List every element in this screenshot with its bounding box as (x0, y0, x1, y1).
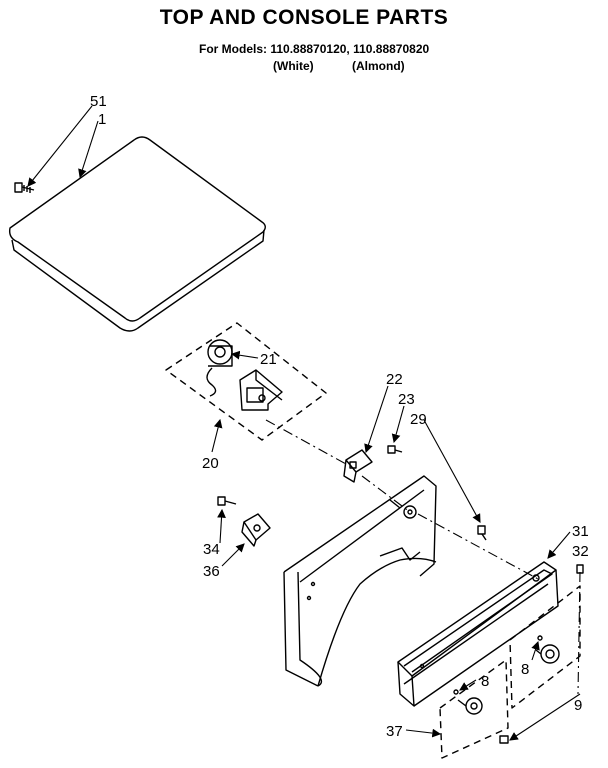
centerline-32 (577, 571, 581, 695)
callout-8-left: 8 (481, 673, 489, 690)
callout-37: 37 (386, 723, 403, 740)
clip-36 (241, 513, 271, 547)
callout-8-right: 8 (521, 661, 529, 678)
callout-23: 23 (398, 391, 415, 408)
leader-8-left (459, 679, 477, 691)
color-almond-label: (Almond) (352, 59, 405, 73)
part-20-dashed-group (165, 322, 327, 441)
spring-8-right (537, 635, 543, 641)
screw-34 (217, 496, 237, 506)
leader-8-right (531, 640, 540, 661)
callout-34: 34 (203, 541, 220, 558)
centerline-console (417, 513, 541, 581)
leader-37 (405, 728, 442, 738)
models-line: For Models: 110.88870120, 110.88870820 (199, 42, 430, 56)
leader-31 (547, 531, 571, 559)
color-white-label: (White) (273, 59, 314, 73)
page-title: TOP AND CONSOLE PARTS (159, 6, 449, 29)
callout-1: 1 (98, 111, 106, 128)
leader-1 (78, 120, 99, 179)
centerline-22-panel (361, 475, 411, 513)
screw-23 (387, 445, 403, 454)
callout-29: 29 (410, 411, 427, 428)
screw-9-top (576, 564, 584, 574)
screw-9-bottom (499, 735, 509, 744)
callout-36: 36 (203, 563, 220, 580)
leader-20 (211, 418, 223, 453)
leader-29 (423, 419, 481, 523)
leader-34 (217, 508, 226, 544)
timer-motor-21 (206, 339, 233, 397)
screw-51 (14, 182, 35, 193)
knob-left (457, 697, 483, 715)
screw-29 (477, 525, 487, 541)
leader-23 (391, 405, 405, 444)
callout-21: 21 (260, 351, 277, 368)
timer-20 (239, 369, 283, 411)
callout-22: 22 (386, 371, 403, 388)
callout-51: 51 (90, 93, 107, 110)
leader-51 (27, 105, 93, 187)
callout-9: 9 (574, 697, 582, 714)
callout-20: 20 (202, 455, 219, 472)
centerline-20-22 (265, 419, 347, 465)
bracket-22 (343, 449, 373, 483)
leader-22 (364, 385, 389, 454)
callout-31: 31 (572, 523, 589, 540)
top-panel (8, 136, 266, 332)
console-panel (283, 475, 437, 687)
leader-9 (509, 693, 581, 741)
part-32-dashed-group (509, 585, 581, 709)
leader-21 (230, 350, 259, 360)
spring-8-left (453, 689, 459, 695)
control-panel-31 (397, 561, 559, 707)
knob-right (535, 644, 560, 664)
leader-36 (221, 543, 245, 567)
callout-32: 32 (572, 543, 589, 560)
part-37-dashed-group (439, 659, 509, 759)
